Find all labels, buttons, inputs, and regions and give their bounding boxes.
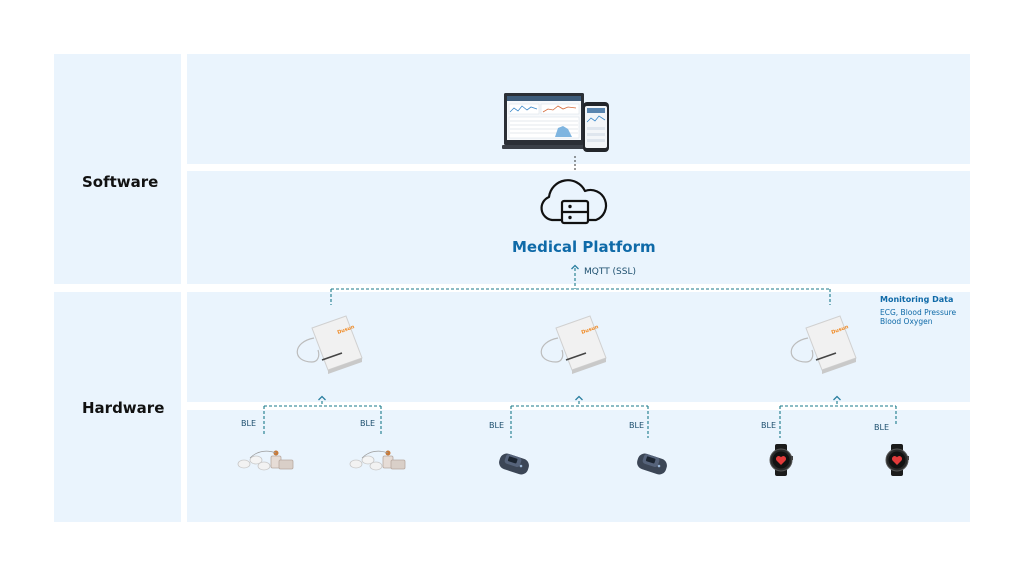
ble-label-6: BLE bbox=[874, 423, 889, 432]
software-label: Software bbox=[82, 173, 159, 191]
pulse-oximeter-icon bbox=[635, 451, 669, 477]
software-section-panel bbox=[54, 54, 181, 284]
monitor-phone-icon bbox=[502, 93, 609, 152]
ecg-patch-icon bbox=[349, 450, 406, 471]
monitoring-data-title: Monitoring Data bbox=[880, 295, 954, 304]
cloud-server-icon bbox=[540, 179, 608, 225]
platform-title: Medical Platform bbox=[512, 238, 656, 256]
gateway-device-icon bbox=[296, 315, 363, 375]
uplink-arrow-icon bbox=[574, 395, 584, 401]
gateway-device-icon bbox=[790, 315, 857, 375]
ble-label-5: BLE bbox=[761, 421, 776, 430]
device-layer-panel bbox=[187, 410, 970, 522]
ble-connector-group-2 bbox=[510, 401, 649, 438]
smartwatch-icon bbox=[769, 443, 794, 477]
ble-label-1: BLE bbox=[241, 419, 256, 428]
ecg-patch-icon bbox=[237, 450, 294, 471]
ble-label-3: BLE bbox=[489, 421, 504, 430]
ble-label-4: BLE bbox=[629, 421, 644, 430]
mqtt-label: MQTT (SSL) bbox=[584, 267, 637, 277]
monitoring-data-line2: Blood Oxygen bbox=[880, 317, 933, 326]
gateway-distribution-line bbox=[330, 288, 831, 305]
ble-connector-group-1 bbox=[263, 401, 382, 434]
hardware-label: Hardware bbox=[82, 399, 165, 417]
hardware-section-panel bbox=[54, 292, 181, 522]
uplink-arrow-icon bbox=[832, 395, 842, 401]
mqtt-connector bbox=[570, 264, 580, 289]
ble-connector-group-3 bbox=[779, 401, 897, 438]
pulse-oximeter-icon bbox=[497, 451, 531, 477]
gateway-device-icon bbox=[540, 315, 607, 375]
platform-layer-panel bbox=[187, 171, 970, 284]
uplink-arrow-icon bbox=[317, 395, 327, 401]
smartwatch-icon bbox=[885, 443, 910, 477]
monitoring-data-line1: ECG, Blood Pressure bbox=[880, 308, 957, 317]
ble-label-2: BLE bbox=[360, 419, 375, 428]
